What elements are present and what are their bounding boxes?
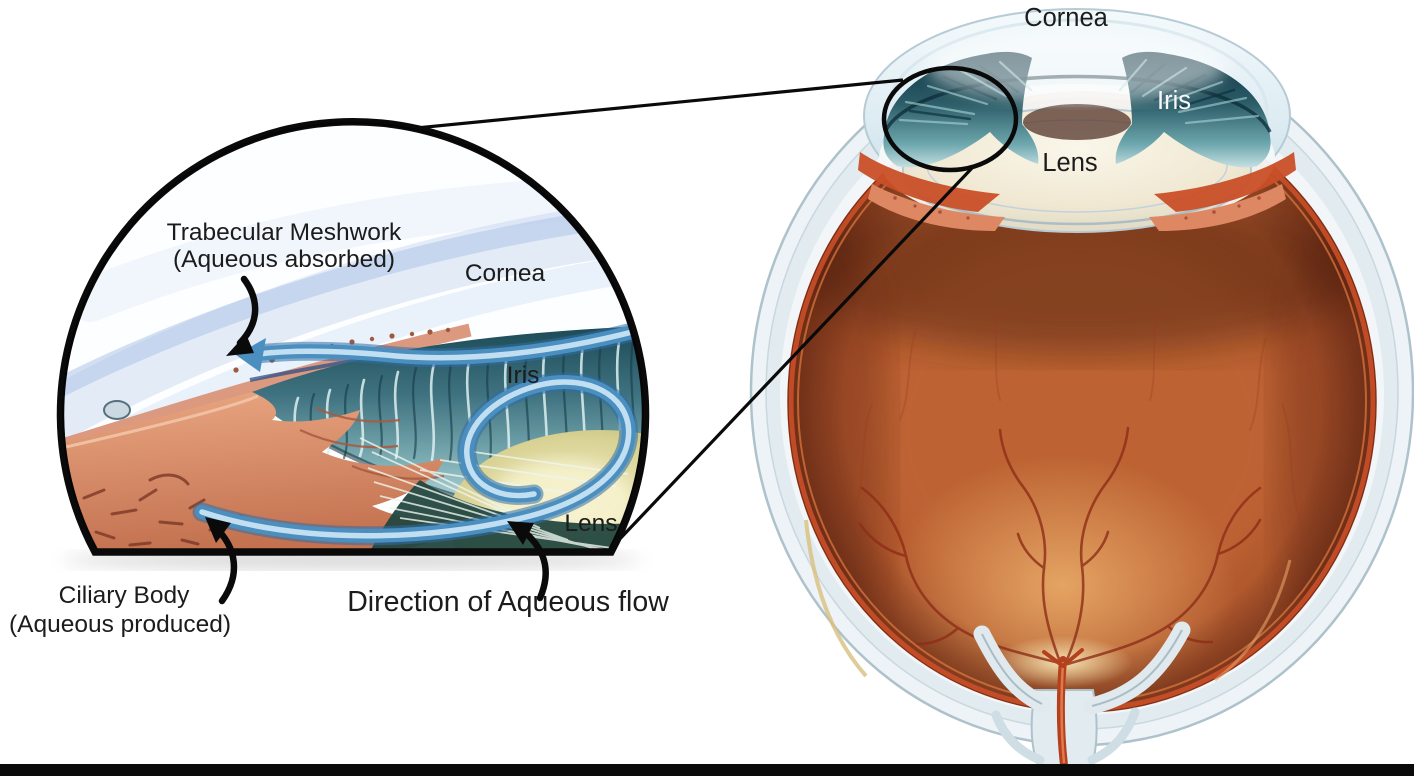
ciliary-speckles xyxy=(893,196,1261,220)
magnifier-callout xyxy=(395,65,1019,545)
bottom-border-bar xyxy=(0,764,1414,776)
annotation-arrows xyxy=(205,275,549,605)
eye-label-iris: Iris xyxy=(1157,87,1191,115)
inset-label-iris: Iris xyxy=(507,362,540,389)
eye-label-cornea: Cornea xyxy=(1024,4,1108,32)
inner-yellow-arc xyxy=(804,519,868,678)
inset-ciliary-body xyxy=(60,392,470,553)
anterior-segment xyxy=(858,30,1296,233)
aqueous-flow-arrow xyxy=(192,320,646,546)
inset-label-lens: Lens xyxy=(564,510,617,537)
eye-cross-section: Cornea Iris Lens xyxy=(749,4,1414,769)
inset-label-trabecular-1: Trabecular Meshwork xyxy=(167,219,402,246)
inset-label-trabecular-2: (Aqueous absorbed) xyxy=(173,246,395,273)
eye-label-lens: Lens xyxy=(1042,149,1097,177)
inset-dome-outline xyxy=(56,118,650,556)
caption-ciliary-1: Ciliary Body xyxy=(59,582,190,609)
eye-interior xyxy=(787,91,1377,713)
inset-label-cornea: Cornea xyxy=(465,260,546,287)
flow-arrowhead xyxy=(236,338,266,372)
optic-nerve xyxy=(973,621,1191,769)
pupil-shadow xyxy=(1023,104,1131,140)
callout-line-lower xyxy=(614,165,975,545)
caption-flow-direction: Direction of Aqueous flow xyxy=(347,586,669,618)
schlemm-canal xyxy=(103,400,131,420)
callout-line-upper xyxy=(395,78,904,132)
callout-circle xyxy=(881,65,1019,173)
inset-magnified-angle: Trabecular Meshwork (Aqueous absorbed) C… xyxy=(9,118,669,638)
deep-retinal-vessels xyxy=(851,311,1301,521)
cornea-highlight xyxy=(927,30,1227,102)
retina-vessels xyxy=(858,426,1262,666)
caption-ciliary-2: (Aqueous produced) xyxy=(9,611,231,638)
